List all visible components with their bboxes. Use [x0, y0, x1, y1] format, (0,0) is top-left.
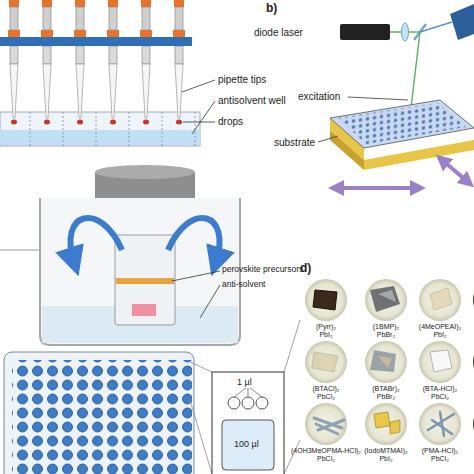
crystal	[370, 286, 400, 312]
leader-line	[348, 97, 408, 100]
compound-caption: (4MeOPEAI)₂ PbI₂	[418, 323, 462, 339]
crystal-image: (Pyrr)₂ PbI₂	[305, 279, 347, 321]
panel-letter: d)	[300, 262, 311, 275]
crystal	[430, 288, 452, 310]
vapour-arrow	[168, 218, 220, 262]
crystal	[428, 412, 454, 436]
leader-line	[318, 136, 338, 142]
diode-laser	[340, 24, 390, 40]
part-label: drops	[218, 116, 243, 127]
leader-lines	[182, 80, 215, 134]
leader-lines	[234, 388, 262, 397]
leader-line	[200, 285, 220, 318]
multichannel-bar	[0, 37, 192, 46]
emission-beam	[420, 22, 452, 32]
crystal-image: (1BMP)₂ PbBr₂	[365, 279, 407, 321]
compound-caption: (BTABr)₂ PbBr₂	[372, 385, 401, 401]
drop-circles	[228, 397, 268, 409]
inset-box	[212, 372, 284, 474]
panel-link	[0, 250, 40, 251]
part-label: pipette tips	[218, 74, 266, 85]
crystal	[374, 412, 400, 434]
crystal	[314, 418, 344, 434]
crystal-image: (BTACl)₂ PbCl₂	[305, 341, 347, 383]
part-label: antisolvent well	[218, 95, 286, 106]
precursor-layer	[116, 278, 174, 284]
crystal-image-partial	[473, 279, 474, 445]
pipettes	[8, 0, 185, 118]
compound-caption: (PMA-HCl)₂ PbCl₂	[421, 447, 459, 463]
crystal	[312, 352, 338, 372]
drops	[11, 120, 182, 125]
glass-jar	[40, 198, 240, 345]
crystal-image: (4OH3MeOPMA-HCl)₂ PbCl₂	[305, 403, 347, 445]
compound-caption: (1BMP)₂ PbBr₂	[372, 323, 400, 339]
reservoir	[222, 420, 274, 470]
jar-lid-top	[95, 165, 195, 179]
compound-caption: (4OH3MeOPMA-HCl)₂ PbCl₂	[291, 447, 362, 463]
panel-letter: b)	[266, 2, 277, 15]
well-plate	[4, 352, 194, 474]
motion-arrow	[336, 186, 418, 190]
lens	[402, 23, 409, 41]
compound-caption: (IodoMTMAI)₂ PbI₂	[364, 447, 409, 463]
compound-caption: (BTACl)₂ PbCl₂	[312, 385, 341, 401]
part-label: substrate	[274, 137, 315, 148]
crystal	[378, 290, 396, 302]
crystal-image: (BTABr)₂ PbBr₂	[365, 341, 407, 383]
crystal-image: (4MeOPEAI)₂ PbI₂	[419, 279, 461, 321]
plate-wells	[12, 360, 192, 474]
crystal	[430, 350, 452, 372]
volume-label: 100 µl	[234, 440, 259, 450]
crystal-image: (PMA-HCl)₂ PbCl₂	[419, 403, 461, 445]
crystal	[313, 290, 337, 310]
crystal-image: (BTA-HCl)₂ PbCl₂	[419, 341, 461, 383]
crystal-image: (IodoMTMAI)₂ PbI₂	[365, 403, 407, 445]
perovskite-solution	[132, 304, 156, 316]
well-plate	[330, 100, 474, 148]
volume-label: 1 µl	[237, 378, 252, 388]
part-label: excitation	[298, 91, 340, 102]
crystal	[370, 350, 396, 372]
vapour-arrow	[70, 218, 122, 262]
detector	[450, 4, 474, 40]
compound-caption: (BTA-HCl)₂ PbCl₂	[422, 385, 458, 401]
part-label: perovskite precursors	[222, 265, 303, 274]
part-label: diode laser	[254, 27, 303, 38]
compound-caption: (Pyrr)₂ PbI₂	[315, 323, 337, 339]
crystal	[378, 356, 392, 368]
plate-wells	[338, 103, 466, 144]
substrate-base	[330, 100, 474, 160]
leader-line	[172, 271, 220, 281]
motion-arrow	[442, 160, 468, 182]
part-label: anti-solvent	[222, 280, 265, 289]
well-tray	[0, 112, 200, 146]
